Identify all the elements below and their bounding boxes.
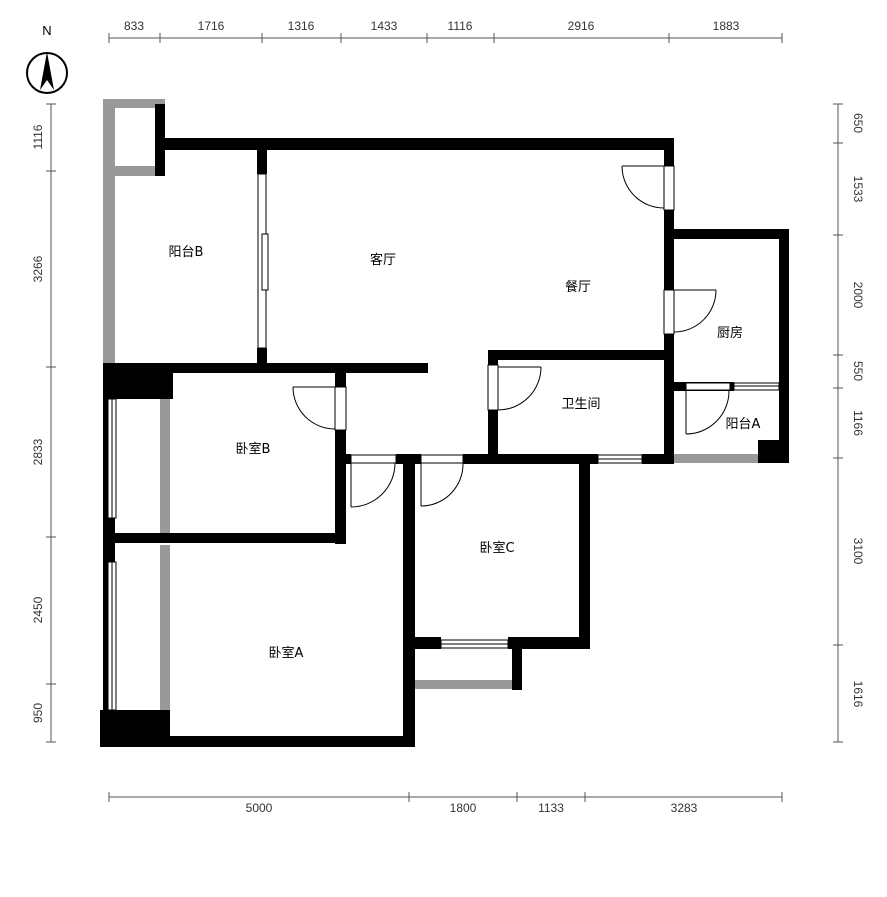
window-walls <box>103 99 762 711</box>
dim-top-1: 833 <box>124 19 144 33</box>
door-bedroom-a <box>350 454 397 508</box>
dim-top-4: 1433 <box>371 19 398 33</box>
room-label-kitchen: 厨房 <box>717 325 743 341</box>
windows <box>107 173 780 711</box>
compass-label: N <box>42 23 51 38</box>
dim-right-7: 1616 <box>851 681 865 708</box>
doors <box>292 165 731 508</box>
dim-left-5: 950 <box>31 703 45 723</box>
door-bedroom-b <box>292 386 347 431</box>
dim-right-4: 550 <box>851 361 865 381</box>
dim-bottom-4: 3283 <box>671 801 698 815</box>
door-balcony-a <box>685 382 731 435</box>
dim-right-3: 2000 <box>851 282 865 309</box>
room-label-bedroom-b: 卧室B <box>236 441 271 457</box>
dimension-lines <box>46 33 843 802</box>
dim-left-4: 2450 <box>31 596 45 623</box>
room-label-balcony-a: 阳台A <box>726 417 761 432</box>
compass-icon: N <box>26 23 68 94</box>
room-label-bedroom-c: 卧室C <box>479 540 514 556</box>
door-kitchen <box>663 289 717 335</box>
dim-top-6: 2916 <box>568 19 595 33</box>
dim-top-5: 1116 <box>448 19 473 33</box>
dim-left-2: 3266 <box>31 255 45 282</box>
dim-top-3: 1316 <box>288 19 315 33</box>
room-label-balcony-b: 阳台B <box>169 245 204 260</box>
dim-bottom-2: 1800 <box>450 801 477 815</box>
dim-right-6: 3100 <box>851 538 865 565</box>
room-label-bedroom-a: 卧室A <box>269 645 304 661</box>
dim-right-5: 1166 <box>851 410 865 436</box>
dim-left-3: 2833 <box>31 438 45 465</box>
room-label-dining-room: 餐厅 <box>565 279 591 295</box>
dim-bottom-3: 1133 <box>538 801 564 815</box>
room-label-bathroom: 卫生间 <box>561 397 600 412</box>
dim-left-1: 1116 <box>31 124 45 149</box>
room-label-living-room: 客厅 <box>370 252 396 268</box>
dim-bottom-1: 5000 <box>246 801 273 815</box>
door-bathroom <box>487 364 542 411</box>
dim-right-2: 1533 <box>851 176 865 203</box>
dim-right-1: 650 <box>851 113 865 133</box>
dim-top-2: 1716 <box>198 19 225 33</box>
door-bedroom-c <box>420 454 464 507</box>
dim-top-7: 1883 <box>713 19 740 33</box>
walls <box>100 104 789 747</box>
door-dining-entrance <box>621 165 675 211</box>
